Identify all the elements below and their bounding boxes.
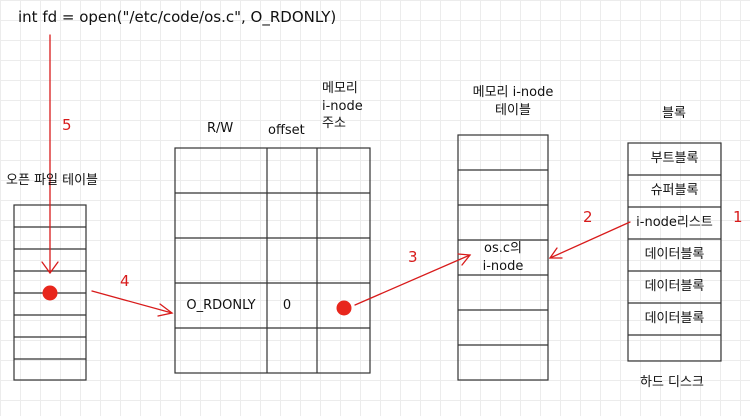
disk-header-label: 블록 <box>662 106 686 121</box>
arrow-step-4 <box>91 290 174 317</box>
disk-box <box>627 142 722 362</box>
inode-pointer-dot <box>336 300 352 316</box>
arrow-step-2 <box>548 221 631 259</box>
disk-block-super: 슈퍼블록 <box>650 183 699 198</box>
inode-table-box <box>457 134 549 381</box>
file-table-box <box>174 147 371 374</box>
column-header-rw: R/W <box>207 121 234 136</box>
flag-cell: O_RDONLY <box>186 298 256 313</box>
step-number-3: 3 <box>408 248 418 266</box>
file-table-grid <box>175 148 370 373</box>
arrow-step-5 <box>41 34 59 275</box>
open-file-table-rows <box>14 226 86 360</box>
arrow-step-3 <box>354 253 472 306</box>
inode-table-label: 메모리 i-node 테이블 <box>472 85 554 118</box>
disk-block-data-1: 데이터블록 <box>644 247 705 262</box>
disk-rows <box>628 174 721 336</box>
open-syscall-code: int fd = open("/etc/code/os.c", O_RDONLY… <box>18 8 337 26</box>
step-number-1: 1 <box>733 208 743 226</box>
column-header-offset: offset <box>268 123 305 138</box>
step-number-2: 2 <box>583 208 593 226</box>
step-number-5: 5 <box>62 116 72 134</box>
disk-block-data-2: 데이터블록 <box>644 279 705 294</box>
column-header-inode-address: 메모리 i-node 주소 <box>322 81 363 132</box>
disk-block-inode-list: i-node리스트 <box>636 215 713 230</box>
disk-block-data-3: 데이터블록 <box>644 311 705 326</box>
fd-pointer-dot <box>42 285 58 301</box>
offset-cell: 0 <box>282 298 292 313</box>
inode-table-rows <box>458 169 548 346</box>
inode-entry-os-c: os.c의 i-node <box>482 241 524 274</box>
open-file-table-label: 오픈 파일 테이블 <box>6 173 98 188</box>
disk-block-boot: 부트블록 <box>650 151 699 166</box>
hard-disk-label: 하드 디스크 <box>640 375 704 390</box>
step-number-4: 4 <box>120 272 130 290</box>
